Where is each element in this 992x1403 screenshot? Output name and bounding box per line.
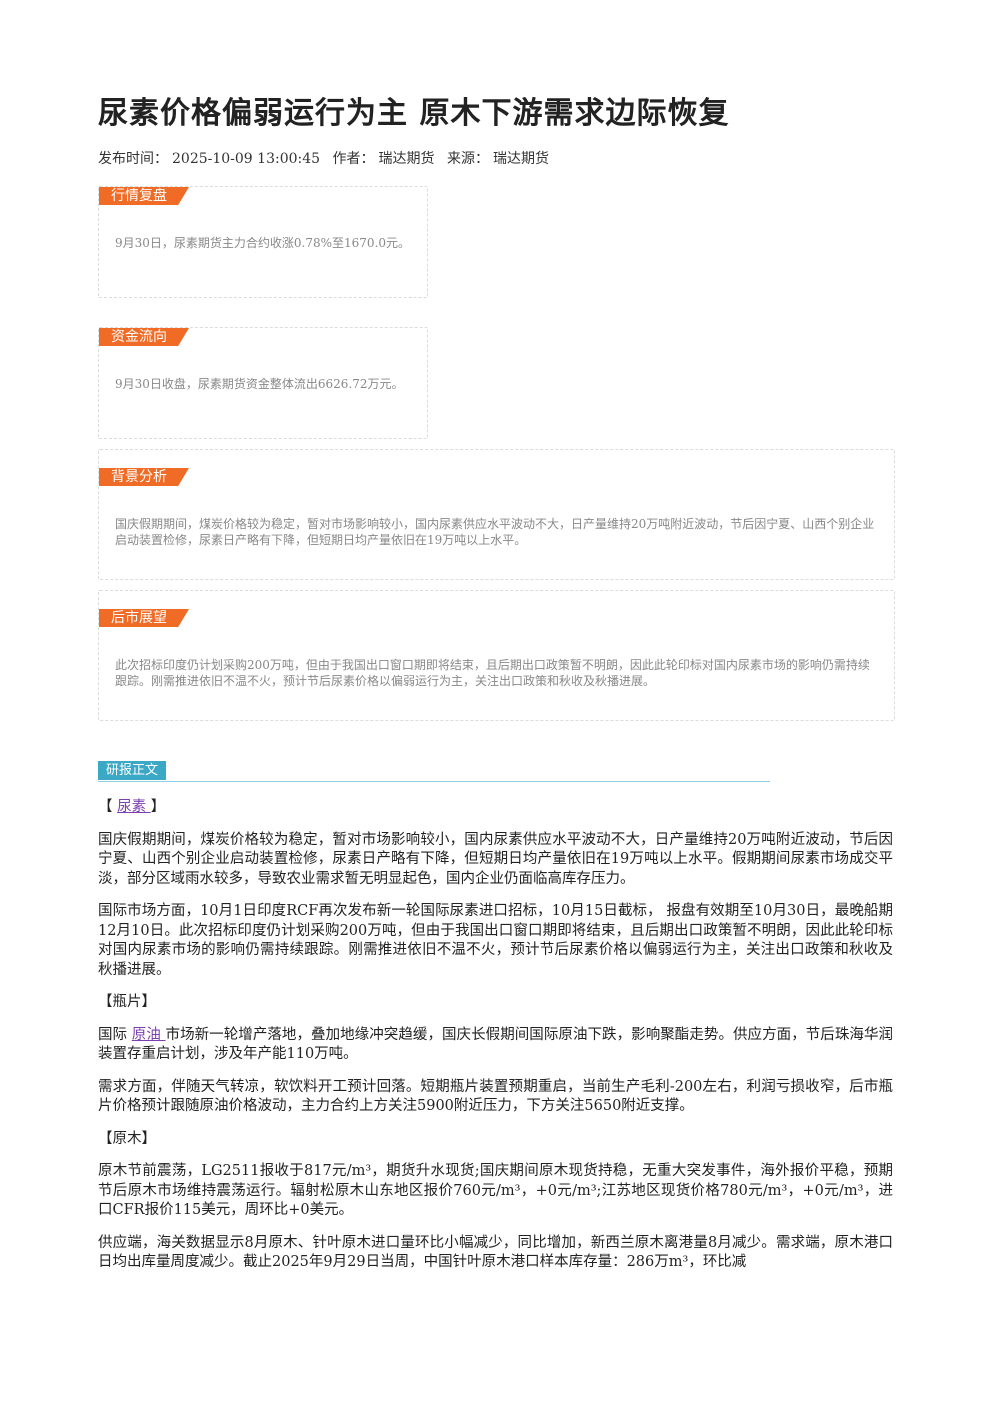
- outlook-card: 后市展望 此次招标印度仍计划采购200万吨，但由于我国出口窗口期即将结束，且后期…: [98, 590, 895, 721]
- report-body: 【 尿素 】 国庆假期期间，煤炭价格较为稳定，暂对市场影响较小，国内尿素供应水平…: [98, 798, 893, 1286]
- capital-flow-card: 资金流向 9月30日收盘，尿素期货资金整体流出6626.72万元。: [98, 327, 428, 439]
- report-section-header: 研报正文: [98, 761, 770, 782]
- market-review-card: 行情复盘 9月30日，尿素期货主力合约收涨0.78%至1670.0元。: [98, 186, 428, 298]
- background-card: 背景分析 国庆假期期间，煤炭价格较为稳定，暂对市场影响较小，国内尿素供应水平波动…: [98, 449, 895, 580]
- article-meta: 发布时间：2025-10-09 13:00:45 作者：瑞达期货 来源：瑞达期货: [98, 148, 557, 168]
- outlook-tag: 后市展望: [99, 609, 189, 627]
- log-heading: 【原木】: [98, 1130, 156, 1147]
- log-paragraph-1: 原木节前震荡，LG2511报收于817元/m³，期货升水现货;国庆期间原木现货持…: [98, 1163, 893, 1218]
- urea-paragraph-2: 国际市场方面，10月1日印度RCF再次发布新一轮国际尿素进口招标，10月15日截…: [98, 903, 893, 978]
- market-review-tag: 行情复盘: [99, 187, 189, 205]
- log-paragraph-2: 供应端，海关数据显示8月原木、针叶原木进口量环比小幅减少，同比增加，新西兰原木离…: [98, 1234, 893, 1271]
- background-text: 国庆假期期间，煤炭价格较为稳定，暂对市场影响较小，国内尿素供应水平波动不大，日产…: [115, 517, 875, 547]
- market-review-text: 9月30日，尿素期货主力合约收涨0.78%至1670.0元。: [115, 236, 411, 250]
- report-section-tag: 研报正文: [98, 761, 167, 780]
- source: 来源：瑞达期货: [446, 151, 549, 167]
- urea-paragraph-1: 国庆假期期间，煤炭价格较为稳定，暂对市场影响较小，国内尿素供应水平波动不大，日产…: [98, 831, 893, 887]
- background-tag: 背景分析: [99, 468, 189, 486]
- capital-flow-text: 9月30日收盘，尿素期货资金整体流出6626.72万元。: [115, 377, 404, 391]
- author: 作者：瑞达期货: [332, 151, 435, 167]
- publish-time: 发布时间：2025-10-09 13:00:45: [98, 151, 321, 167]
- bottle-paragraph-2: 需求方面，伴随天气转凉，软饮料开工预计回落。短期瓶片装置预期重启，当前生产毛利-…: [98, 1078, 893, 1115]
- bottle-heading: 【瓶片】: [98, 994, 156, 1010]
- bottle-paragraph-1: 国际 原油 市场新一轮增产落地，叠加地缘冲突趋缓，国庆长假期间国际原油下跌，影响…: [98, 1026, 894, 1063]
- article-title: 尿素价格偏弱运行为主 原木下游需求边际恢复: [98, 96, 730, 131]
- capital-flow-tag: 资金流向: [99, 328, 189, 346]
- crude-oil-link[interactable]: 原油: [131, 1026, 166, 1043]
- urea-link[interactable]: 尿素: [117, 799, 151, 815]
- outlook-text: 此次招标印度仍计划采购200万吨，但由于我国出口窗口期即将结束，且后期出口政策暂…: [115, 658, 870, 688]
- urea-heading: 【 尿素 】: [98, 799, 166, 815]
